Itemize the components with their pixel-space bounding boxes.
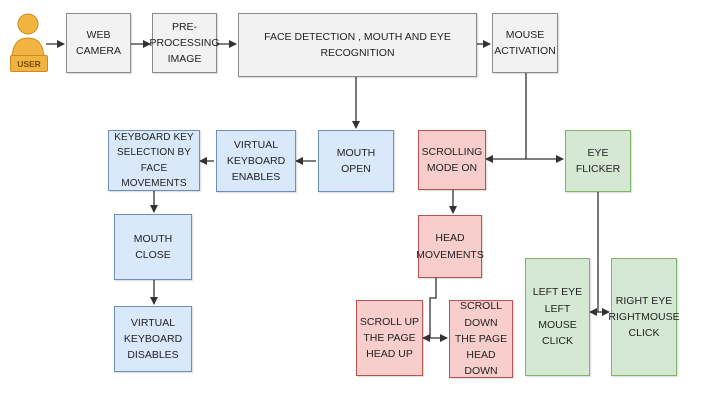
- node-head-movements: HEAD MOVEMENTS: [416, 215, 484, 278]
- node-eye-flicker: EYE FLICKER: [565, 130, 631, 192]
- node-keyboard-key-selection: KEYBOARD KEY SELECTION BY FACE MOVEMENTS: [108, 130, 200, 191]
- node-right-eye-click: RIGHT EYE RIGHTMOUSE CLICK: [608, 258, 680, 376]
- node-mouth-open: MOUTH OPEN: [318, 130, 394, 192]
- node-face-detection: FACE DETECTION , MOUTH AND EYE RECOGNITI…: [238, 13, 477, 77]
- node-virtual-keyboard-disables: VIRTUAL KEYBOARD DISABLES: [114, 306, 192, 372]
- node-web-camera: WEB CAMERA: [66, 13, 131, 73]
- node-mouse-activation: MOUSE ACTIVATION: [492, 13, 558, 73]
- user-icon: [11, 13, 45, 61]
- user-label: USER: [10, 55, 48, 72]
- node-pre-processing-image: PRE- PROCESSING IMAGE: [150, 13, 220, 73]
- node-scrolling-mode-on: SCROLLING MODE ON: [418, 130, 486, 190]
- node-left-eye-click: LEFT EYE LEFT MOUSE CLICK: [525, 258, 590, 376]
- node-scroll-down: SCROLL DOWN THE PAGE HEAD DOWN: [449, 300, 513, 378]
- node-mouth-close: MOUTH CLOSE: [114, 214, 192, 280]
- line-head-to-scroll: [429, 278, 437, 338]
- node-virtual-keyboard-enables: VIRTUAL KEYBOARD ENABLES: [216, 130, 296, 192]
- node-scroll-up: SCROLL UP THE PAGE HEAD UP: [356, 300, 423, 376]
